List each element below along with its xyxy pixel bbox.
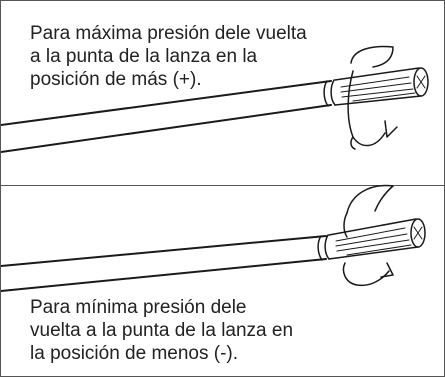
bottom-caption-line-2: vuelta a la punta de la lanza en: [30, 320, 294, 341]
bottom-caption-line-1: Para mínima presión dele: [30, 297, 247, 318]
panel-divider: [1, 185, 444, 186]
top-caption-line-1: Para máxima presión dele vuelta: [30, 23, 307, 44]
top-caption-line-3: posición de más (+).: [30, 69, 202, 90]
top-nozzle-end: [413, 67, 429, 97]
bottom-nozzle-tip: [328, 218, 419, 260]
bottom-caption: Para mínima presión dele vuelta a la pun…: [30, 296, 293, 365]
top-caption: Para máxima presión dele vuelta a la pun…: [30, 22, 307, 91]
top-nozzle-grooves: [340, 76, 416, 102]
top-caption-line-2: a la punta de la lanza en la: [30, 46, 258, 67]
bottom-wand-shaft: [1, 235, 327, 292]
bottom-caption-line-3: la posición de menos (-).: [30, 343, 239, 364]
rotate-arrow-icon: [350, 45, 394, 68]
top-nozzle-tip: [334, 67, 422, 106]
rotate-arrow-icon: [346, 184, 394, 214]
top-wand: [1, 45, 429, 153]
bottom-nozzle-grooves: [335, 227, 412, 256]
bottom-wand-collar: [317, 234, 330, 261]
bottom-nozzle-end: [410, 218, 426, 248]
top-wand-shaft: [1, 80, 332, 153]
top-wand-collar: [323, 79, 336, 107]
bottom-wand: [1, 184, 426, 292]
